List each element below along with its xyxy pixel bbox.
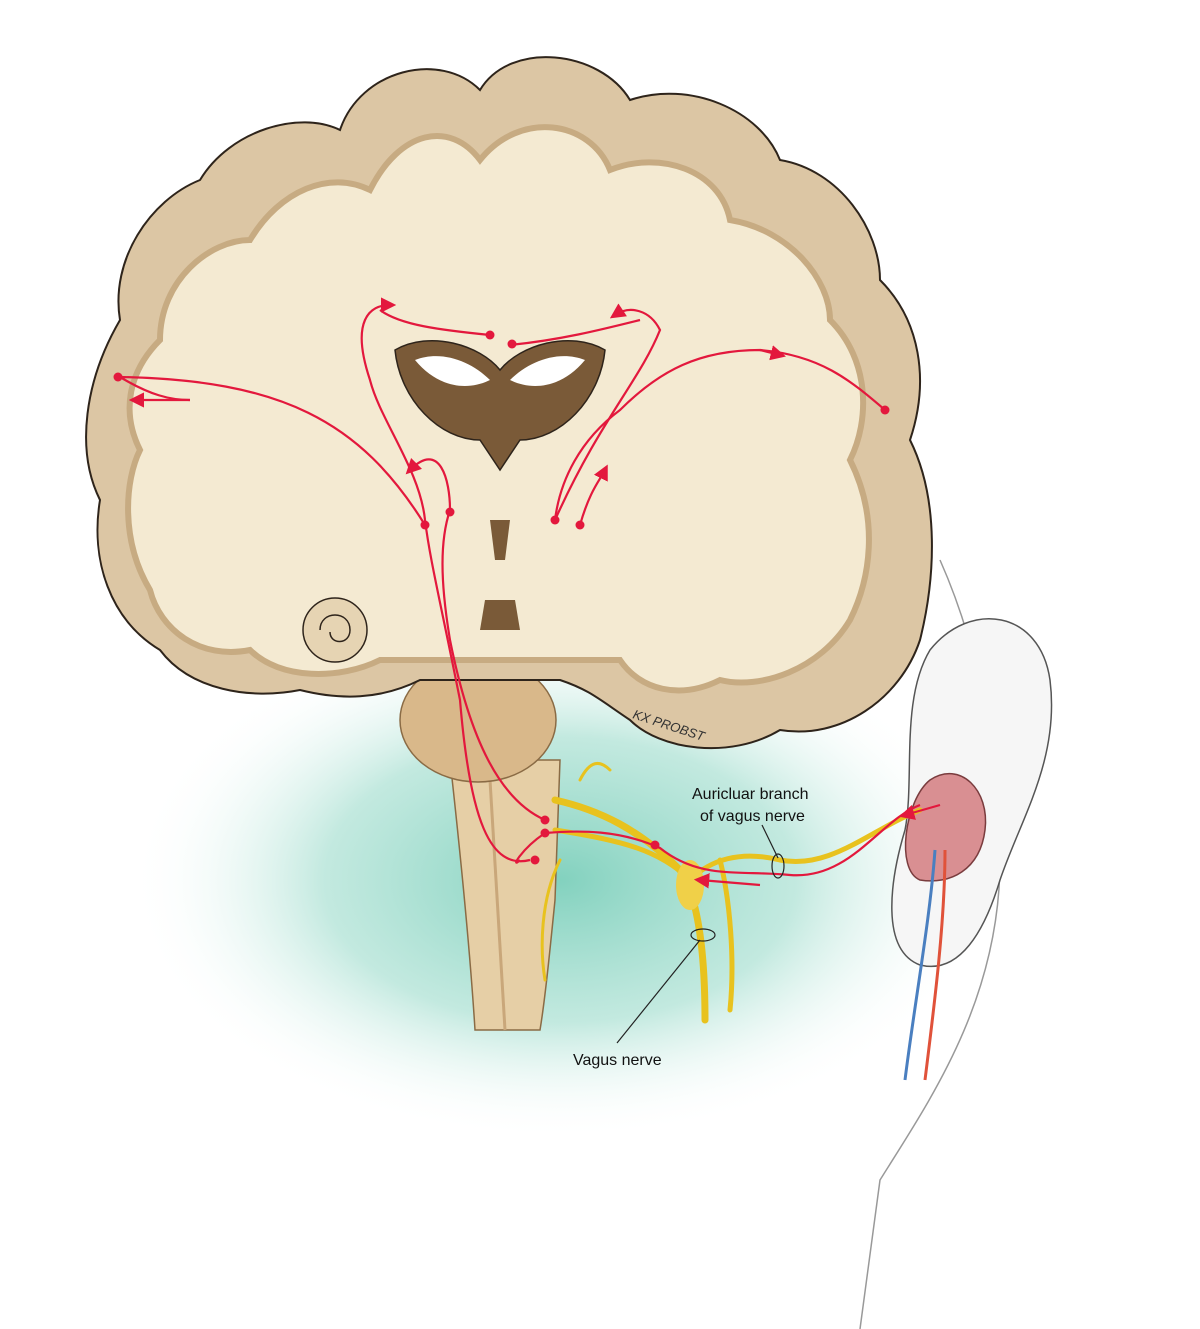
third-ventricle	[480, 520, 520, 630]
label-vagus-nerve: Vagus nerve	[573, 1052, 662, 1069]
label-auricular-branch-line2: of vagus nerve	[700, 808, 805, 825]
vein	[903, 849, 937, 1081]
ganglion	[676, 860, 704, 910]
label-auricular-branch-line1: Auricluar branch	[692, 786, 809, 803]
ear	[891, 618, 1053, 1081]
sensory-pathways	[115, 297, 941, 889]
artery	[923, 849, 947, 1081]
leader-lines	[616, 824, 785, 1044]
brain-coronal-section	[85, 56, 933, 750]
vagus-nerve-bundle	[540, 761, 923, 1024]
hippocampus	[302, 597, 368, 663]
brainstem	[399, 657, 561, 1031]
synapse-dots	[113, 330, 890, 865]
teal-background-glow	[130, 620, 990, 1140]
tympanic-membrane	[904, 773, 987, 882]
